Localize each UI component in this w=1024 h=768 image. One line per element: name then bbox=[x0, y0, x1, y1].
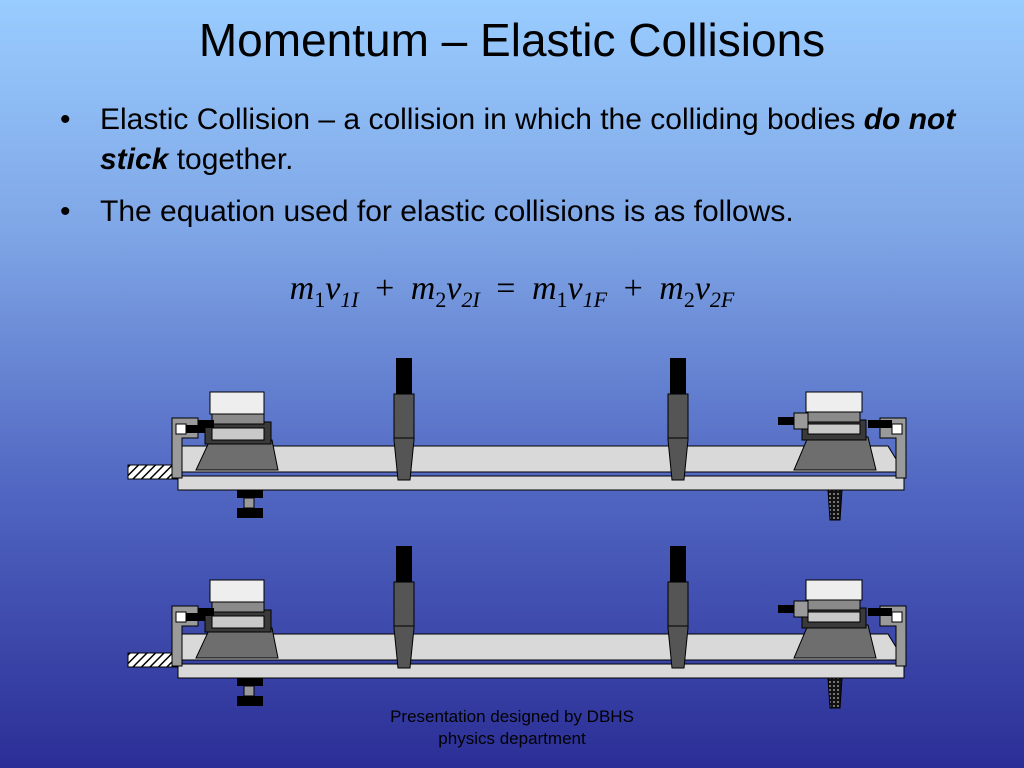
eq-plus: + bbox=[623, 270, 643, 307]
eq-mass-symbol: m bbox=[289, 270, 315, 307]
footer-credit: Presentation designed by DBHS physics de… bbox=[350, 706, 674, 750]
eq-subscript: 1I bbox=[340, 287, 359, 312]
eq-plus: + bbox=[375, 270, 395, 307]
eq-subscript: 2F bbox=[709, 287, 735, 312]
bullet-symbol: • bbox=[60, 103, 71, 136]
slide-title: Momentum – Elastic Collisions bbox=[198, 14, 826, 66]
eq-subscript: 1 bbox=[556, 287, 568, 312]
definition-text-after: together. bbox=[168, 143, 294, 176]
bullet-list: • Elastic Collision – a collision in whi… bbox=[60, 100, 990, 244]
eq-subscript: 1 bbox=[314, 287, 326, 312]
definition-emphasis: do not stick bbox=[100, 103, 956, 176]
bullet-item-equation-intro: • The equation used for elastic collisio… bbox=[60, 192, 990, 232]
eq-velocity-symbol: v bbox=[694, 270, 710, 307]
eq-subscript: 2 bbox=[435, 287, 447, 312]
footer-line-2: physics department bbox=[438, 729, 586, 748]
footer-line-1: Presentation designed by DBHS bbox=[390, 707, 634, 726]
equation-intro-text: The equation used for elastic collisions… bbox=[100, 195, 794, 228]
air-track-apparatus-top bbox=[127, 357, 907, 521]
air-track-apparatus-bottom bbox=[127, 545, 907, 709]
eq-mass-symbol: m bbox=[531, 270, 557, 307]
eq-equals: = bbox=[496, 270, 516, 307]
eq-mass-symbol: m bbox=[659, 270, 684, 307]
eq-subscript: 2I bbox=[461, 287, 480, 312]
definition-text-before: Elastic Collision – a collision in which… bbox=[100, 103, 864, 136]
eq-velocity-symbol: v bbox=[567, 270, 583, 307]
momentum-equation: m1v1I + m2v2I = m1v1F + m2v2F bbox=[0, 270, 1024, 313]
eq-velocity-symbol: v bbox=[325, 270, 341, 307]
bullet-item-definition: • Elastic Collision – a collision in whi… bbox=[60, 100, 990, 180]
eq-mass-symbol: m bbox=[410, 270, 436, 307]
eq-velocity-symbol: v bbox=[446, 270, 462, 307]
eq-subscript: 2 bbox=[683, 287, 695, 312]
bullet-symbol: • bbox=[60, 195, 71, 228]
eq-subscript: 1F bbox=[582, 287, 608, 312]
